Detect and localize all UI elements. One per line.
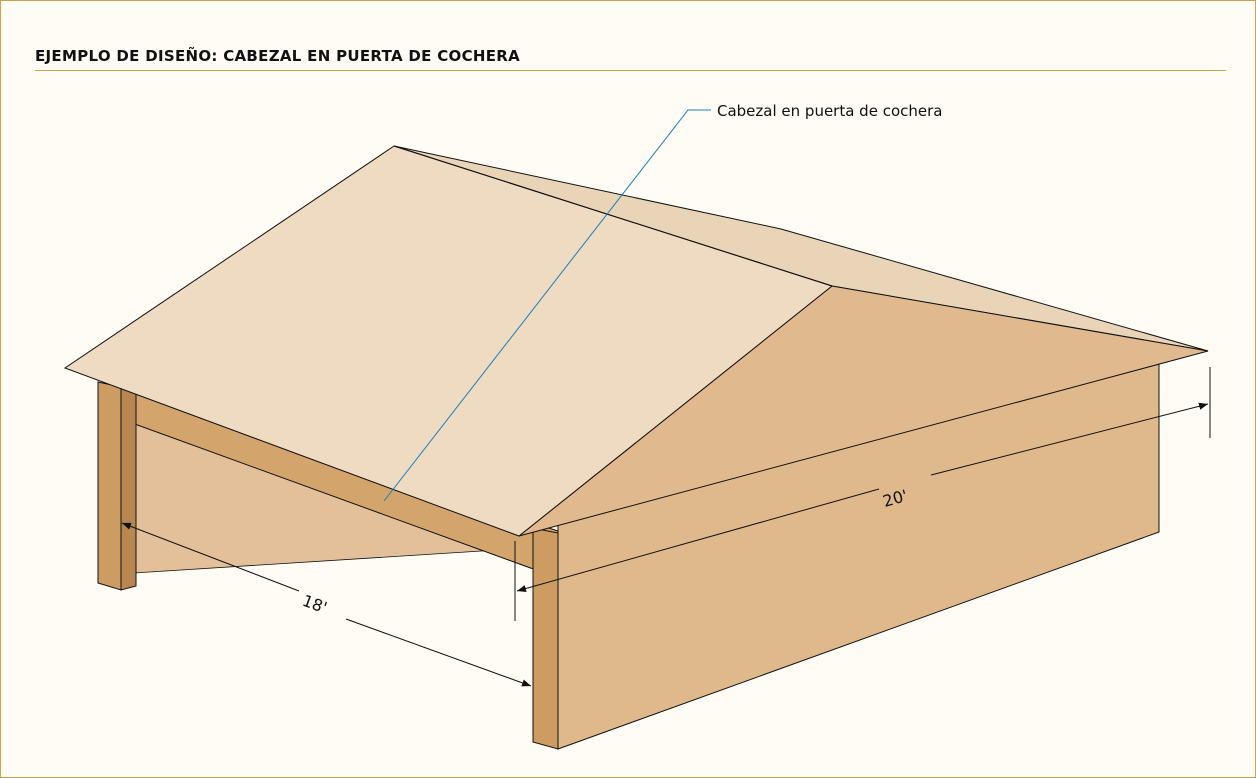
dimension-18-line-b [345,618,532,687]
dimension-18-line-a [121,522,300,592]
dimension-18-label: 18' [300,591,330,617]
left-post-side [120,386,137,591]
title-underline [35,70,1226,71]
dimension-20-line-a [516,488,880,593]
callout-leader [383,109,711,502]
right-post [532,527,559,750]
callout-label: Cabezal en puerta de cochera [717,102,942,120]
figure-title: EJEMPLO DE DISEÑO: CABEZAL EN PUERTA DE … [35,47,521,65]
roof-ridge [393,145,833,287]
dimension-20-line-b [930,402,1209,476]
left-post [97,381,122,591]
